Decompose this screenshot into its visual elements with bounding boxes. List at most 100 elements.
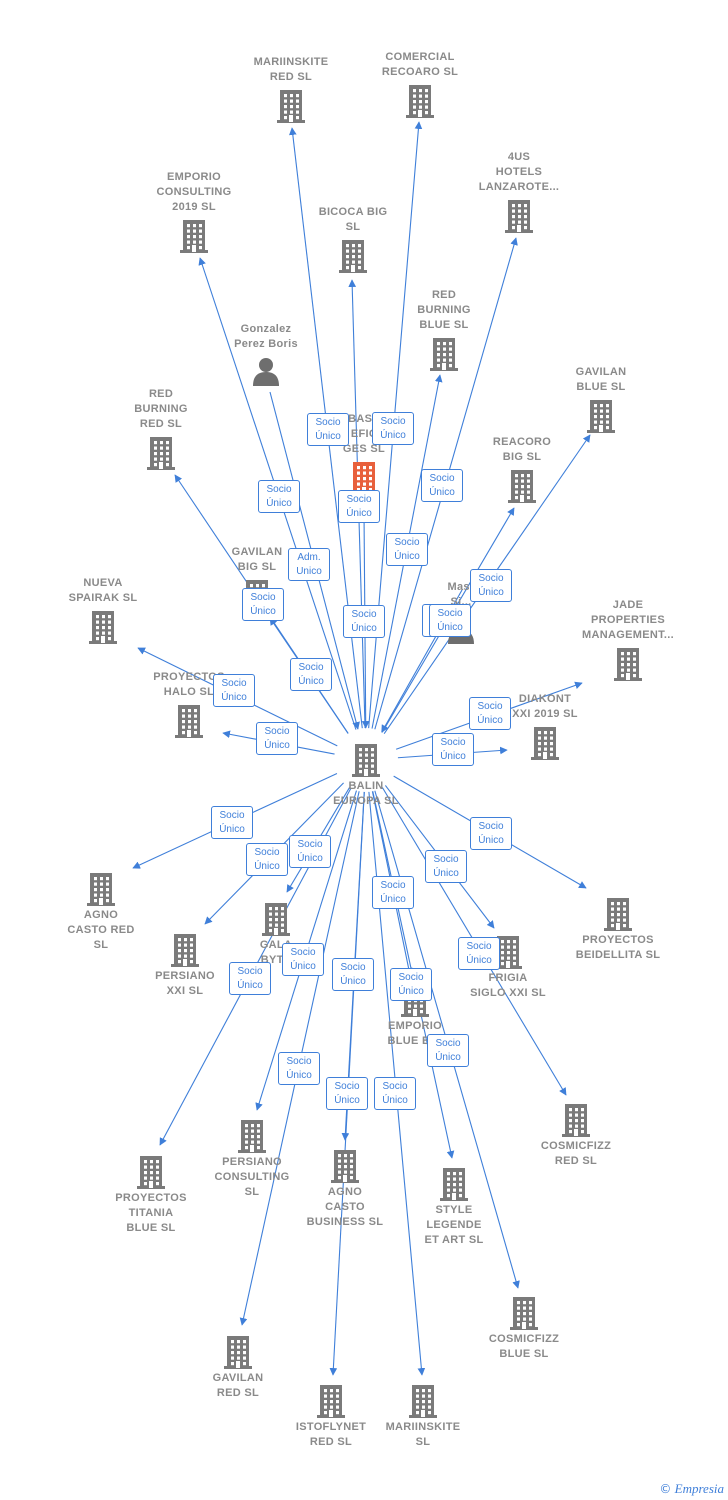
- relation-badge[interactable]: Socio Único: [290, 658, 332, 691]
- node-label: PROYECTOS TITANIA BLUE SL: [115, 1192, 187, 1234]
- node-label: GAVILAN BIG SL: [231, 546, 283, 573]
- relation-badge[interactable]: Socio Único: [332, 958, 374, 991]
- relation-badge[interactable]: Socio Único: [470, 817, 512, 850]
- relation-badge[interactable]: Socio Único: [372, 412, 414, 445]
- node-gavilan-blue[interactable]: GAVILAN BLUE SL: [536, 365, 666, 433]
- node-gonzalez[interactable]: Gonzalez Perez Boris: [201, 322, 331, 386]
- brand-initial: E: [674, 1481, 683, 1496]
- building-icon: [89, 611, 117, 644]
- building-icon: [238, 1120, 266, 1153]
- node-4us-hotels[interactable]: 4US HOTELS LANZAROTE...: [454, 150, 584, 233]
- node-base-efic[interactable]: BASE EFIC GES SL: [299, 412, 429, 495]
- node-label: RED BURNING RED SL: [134, 388, 188, 430]
- node-label: AGNO CASTO RED SL: [67, 909, 135, 951]
- relation-badge[interactable]: Socio Único: [425, 850, 467, 883]
- relation-badge[interactable]: Socio Único: [343, 605, 385, 638]
- node-jade[interactable]: JADE PROPERTIES MANAGEMENT...: [563, 598, 693, 681]
- building-icon: [508, 470, 536, 503]
- node-bicoca-big[interactable]: BICOCA BIG SL: [288, 205, 418, 273]
- relation-badge[interactable]: Socio Único: [242, 588, 284, 621]
- node-label: BASE EFIC GES SL: [342, 413, 386, 455]
- building-icon: [562, 1104, 590, 1137]
- node-label: Gonzalez Perez Boris: [234, 323, 298, 350]
- building-icon: [87, 873, 115, 906]
- node-label: PROYECTOS HALO SL: [153, 671, 225, 698]
- node-mariinskite-red[interactable]: MARIINSKITE RED SL: [226, 55, 356, 123]
- node-label: NUEVA SPAIRAK SL: [68, 577, 138, 604]
- node-proyectos-titania[interactable]: PROYECTOS TITANIA BLUE SL: [86, 1155, 216, 1236]
- relation-badge[interactable]: Socio Único: [326, 1077, 368, 1110]
- building-icon: [224, 1336, 252, 1369]
- node-agno-casto-business[interactable]: AGNO CASTO BUSINESS SL: [280, 1149, 410, 1230]
- building-icon: [409, 1385, 437, 1418]
- relation-badge[interactable]: Socio Único: [256, 722, 298, 755]
- relation-badge[interactable]: Socio Único: [307, 413, 349, 446]
- node-emporio-consulting[interactable]: EMPORIO CONSULTING 2019 SL: [129, 170, 259, 253]
- node-label: REACORO BIG SL: [492, 436, 552, 463]
- node-persiano-xxi[interactable]: PERSIANO XXI SL: [120, 933, 250, 999]
- relation-badge[interactable]: Socio Único: [278, 1052, 320, 1085]
- node-frigia[interactable]: FRIGIA SIGLO XXI SL: [443, 935, 573, 1001]
- node-nueva-spairak[interactable]: NUEVA SPAIRAK SL: [38, 576, 168, 644]
- node-label: FRIGIA SIGLO XXI SL: [470, 972, 546, 999]
- building-icon: [406, 85, 434, 118]
- building-icon: [494, 936, 522, 969]
- node-red-burning-red[interactable]: RED BURNING RED SL: [96, 387, 226, 470]
- building-icon: [440, 1168, 468, 1201]
- relation-badge[interactable]: Socio Único: [372, 876, 414, 909]
- relation-badge[interactable]: Socio Único: [429, 604, 471, 637]
- building-icon: [614, 648, 642, 681]
- node-proyectos-halo[interactable]: PROYECTOS HALO SL: [124, 670, 254, 738]
- node-label: GAVILAN BLUE SL: [575, 366, 627, 393]
- relation-badge[interactable]: Socio Único: [470, 569, 512, 602]
- node-red-burning-blue[interactable]: RED BURNING BLUE SL: [379, 288, 509, 371]
- relation-badge[interactable]: Socio Único: [282, 943, 324, 976]
- empresia-logo: © Empresia: [659, 1481, 724, 1497]
- relation-badge[interactable]: Socio Único: [374, 1077, 416, 1110]
- brand-name: mpresia: [682, 1481, 724, 1496]
- relation-badge[interactable]: Socio Único: [432, 733, 474, 766]
- node-balin-europa[interactable]: BALIN EUROPA SL: [301, 743, 431, 809]
- node-label: PERSIANO XXI SL: [155, 970, 215, 997]
- node-label: EMPORIO CONSULTING 2019 SL: [156, 171, 232, 213]
- node-style-legende[interactable]: STYLE LEGENDE ET ART SL: [389, 1167, 519, 1248]
- building-icon: [339, 240, 367, 273]
- building-icon: [175, 705, 203, 738]
- relation-badge[interactable]: Socio Único: [458, 937, 500, 970]
- relation-badge[interactable]: Socio Único: [421, 469, 463, 502]
- relation-badge[interactable]: Socio Único: [229, 962, 271, 995]
- node-comercial-recoaro[interactable]: COMERCIAL RECOARO SL: [355, 50, 485, 118]
- node-label: PROYECTOS BEIDELLITA SL: [575, 934, 661, 961]
- node-cosmicfizz-red[interactable]: COSMICFIZZ RED SL: [511, 1103, 641, 1169]
- relation-badge[interactable]: Socio Único: [289, 835, 331, 868]
- building-icon: [331, 1150, 359, 1183]
- node-label: COSMICFIZZ BLUE SL: [488, 1333, 560, 1360]
- relation-badge[interactable]: Socio Único: [469, 697, 511, 730]
- relation-badge[interactable]: Socio Único: [211, 806, 253, 839]
- node-reacoro-big[interactable]: REACORO BIG SL: [457, 435, 587, 503]
- relation-badge[interactable]: Socio Único: [213, 674, 255, 707]
- relation-badge[interactable]: Socio Único: [246, 843, 288, 876]
- node-agno-casto-red[interactable]: AGNO CASTO RED SL: [36, 872, 166, 953]
- building-icon: [510, 1297, 538, 1330]
- relation-badge[interactable]: Socio Único: [427, 1034, 469, 1067]
- node-istoflynet[interactable]: ISTOFLYNET RED SL: [266, 1384, 396, 1450]
- node-cosmicfizz-blue[interactable]: COSMICFIZZ BLUE SL: [459, 1296, 589, 1362]
- relation-badge[interactable]: Socio Único: [386, 533, 428, 566]
- node-proyectos-beidellita[interactable]: PROYECTOS BEIDELLITA SL: [553, 897, 683, 963]
- relation-badge[interactable]: Socio Único: [390, 968, 432, 1001]
- node-gavilan-red[interactable]: GAVILAN RED SL: [173, 1335, 303, 1401]
- node-mariinskite-sl[interactable]: MARIINSKITE SL: [358, 1384, 488, 1450]
- building-icon: [352, 744, 380, 777]
- node-label: STYLE LEGENDE ET ART SL: [424, 1204, 484, 1246]
- building-icon: [262, 903, 290, 936]
- building-icon: [277, 90, 305, 123]
- node-diakont[interactable]: DIAKONT XXI 2019 SL: [480, 692, 610, 760]
- relation-badge[interactable]: Adm. Unico: [288, 548, 330, 581]
- node-label: RED BURNING BLUE SL: [417, 289, 471, 331]
- node-label: MARIINSKITE SL: [385, 1421, 461, 1448]
- node-label: BALIN EUROPA SL: [333, 780, 399, 807]
- relation-badge[interactable]: Socio Único: [258, 480, 300, 513]
- node-persiano-consulting[interactable]: PERSIANO CONSULTING SL: [187, 1119, 317, 1200]
- relation-badge[interactable]: Socio Único: [338, 490, 380, 523]
